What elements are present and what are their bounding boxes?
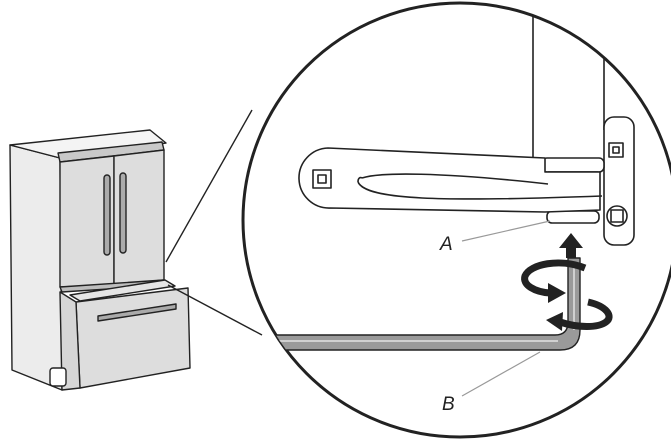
fridge-foot-left: [49, 367, 67, 387]
magnified-view-circle: [241, 1, 671, 439]
bracket-screw-top-inner: [612, 146, 620, 154]
callout-leader-b: [461, 351, 541, 397]
hinge-pin-collar-bottom: [546, 210, 600, 224]
hinge-plate-screw-inner: [317, 174, 327, 184]
fridge-top: [9, 129, 167, 159]
callout-label-b: B: [442, 394, 455, 415]
freezer-bin-interior: [69, 279, 176, 302]
callout-leader-a: [461, 220, 551, 242]
rotate-arrow-lower: [558, 298, 613, 330]
hinge-plate: [298, 147, 601, 213]
fridge-lower-body: [59, 291, 81, 391]
rotate-arrow-lower-head: [546, 312, 563, 331]
fridge-left-door-handle: [103, 174, 111, 256]
hinge-pin-collar-top: [541, 157, 605, 173]
door-bottom-lip-end: [357, 176, 363, 183]
door-bottom-lip-upper: [361, 173, 549, 185]
refrigerator: [9, 129, 191, 391]
zoom-guides: [165, 109, 263, 336]
freezer-drawer-handle: [97, 303, 177, 322]
up-arrow-icon: [559, 233, 583, 258]
callout-label-a: A: [439, 234, 453, 255]
rotate-arrow-upper-head: [548, 283, 566, 303]
rotate-arrow-icon: [521, 259, 613, 330]
fridge-right-door-handle: [119, 172, 127, 254]
bracket-bolt-bottom-inner: [610, 209, 624, 223]
rotate-arrow-upper: [521, 259, 587, 297]
magnified-hinge-detail: [249, 3, 635, 397]
zoom-guide-top: [165, 109, 253, 263]
door-bottom-lip-lower: [357, 181, 603, 200]
fridge-side-panel: [9, 144, 63, 391]
freezer-drawer-front: [75, 287, 191, 389]
zoom-guide-bottom: [167, 284, 263, 336]
